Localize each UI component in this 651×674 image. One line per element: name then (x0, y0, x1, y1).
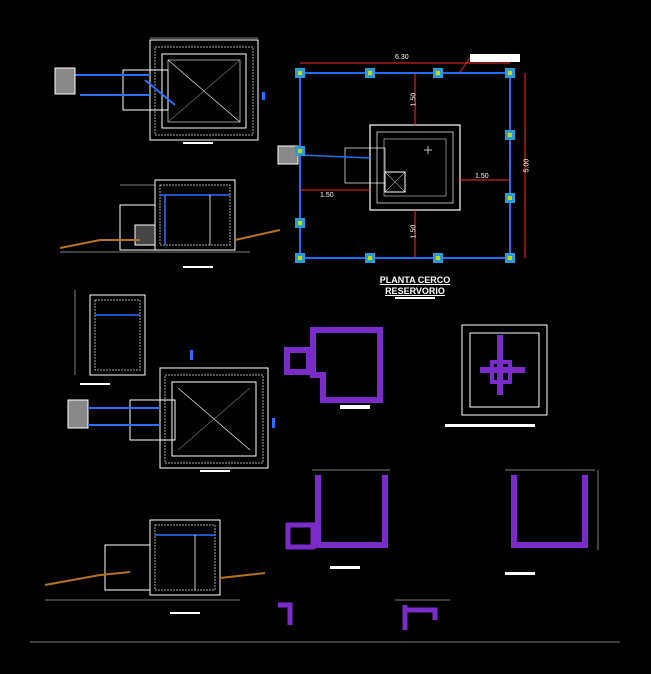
title-line-2: RESERVORIO (385, 286, 445, 296)
wall-section-b (445, 324, 548, 427)
dim-inner-right: 1.50 (475, 173, 489, 180)
detail-small-2 (395, 599, 450, 630)
reservoir-section-3 (44, 519, 266, 614)
dim-right-height: 5.00 (523, 158, 531, 173)
reservoir-plan-1 (54, 37, 265, 144)
reservoir-section-2 (74, 290, 193, 385)
wall-section-d (505, 469, 599, 575)
dim-inner-top: 1.50 (410, 92, 418, 107)
dim-inner-left: 1.50 (320, 192, 334, 199)
wall-section-c (285, 469, 390, 569)
dim-inner-bottom: 1.50 (410, 224, 418, 239)
wall-section-a (284, 327, 383, 409)
fence-plan-title: PLANTA CERCO RESERVORIO (360, 275, 470, 297)
dim-top-width: 6.30 (395, 54, 409, 61)
fence-posts (295, 68, 515, 263)
fence-plan (277, 54, 526, 299)
title-line-1: PLANTA CERCO (379, 275, 451, 285)
reservoir-section-1 (59, 179, 281, 268)
detail-small-1 (278, 602, 293, 625)
reservoir-plan-2 (67, 367, 275, 472)
